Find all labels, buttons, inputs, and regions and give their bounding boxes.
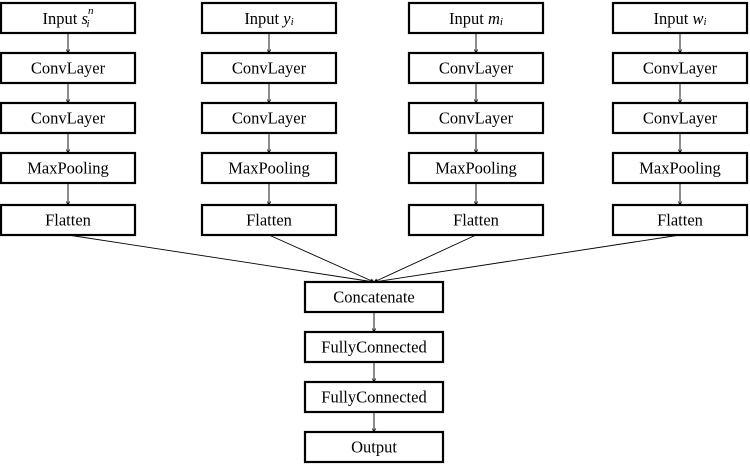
input-superscript: n xyxy=(88,5,94,17)
layer-node-1-3-label: Flatten xyxy=(246,211,292,230)
arrow-to-concatenate-1 xyxy=(268,234,374,282)
layer-node-0-2-label: MaxPooling xyxy=(27,159,109,178)
layer-node-3-1: ConvLayer xyxy=(611,101,749,135)
layer-node-0-3-box xyxy=(0,203,137,237)
input-node-3: Input wi xyxy=(611,1,749,35)
input-variable: y xyxy=(281,9,291,28)
input-subscript: i xyxy=(500,16,503,28)
layer-node-2-1-label: ConvLayer xyxy=(439,109,514,128)
input-prefix: Input xyxy=(449,9,488,28)
layer-node-0-2-box xyxy=(0,151,137,185)
layer-node-2-1-box xyxy=(407,101,545,135)
input-node-1-box xyxy=(200,1,338,35)
layer-node-1-0-box xyxy=(200,51,338,85)
layer-node-0-1-box xyxy=(0,101,137,135)
input-node-2-label: Input mi xyxy=(449,9,503,29)
layer-node-1-1-box xyxy=(200,101,338,135)
merge-node-2: FullyConnected xyxy=(303,380,445,414)
layer-node-2-2-box xyxy=(407,151,545,185)
layer-node-1-3-box xyxy=(200,203,338,237)
layer-node-3-1-label: ConvLayer xyxy=(643,109,718,128)
input-subscript: i xyxy=(703,16,706,28)
input-node-3-label: Input wi xyxy=(653,9,706,29)
input-variable: w xyxy=(692,9,703,28)
layer-node-3-0-label: ConvLayer xyxy=(643,59,718,78)
layer-node-0-0-label: ConvLayer xyxy=(31,59,106,78)
layer-node-0-2: MaxPooling xyxy=(0,151,137,185)
merge-node-1-box xyxy=(303,330,445,364)
input-variable: m xyxy=(488,9,500,28)
layer-node-2-2: MaxPooling xyxy=(407,151,545,185)
layer-node-0-1-label: ConvLayer xyxy=(31,109,106,128)
layer-node-2-1: ConvLayer xyxy=(407,101,545,135)
layer-node-2-3-label: Flatten xyxy=(453,211,499,230)
input-node-1-label: Input yi xyxy=(244,9,293,29)
merge-node-0: Concatenate xyxy=(303,280,445,314)
input-node-3-box xyxy=(611,1,749,35)
input-node-2: Input mi xyxy=(407,1,545,35)
layer-node-1-2-label: MaxPooling xyxy=(228,159,310,178)
layer-node-3-3: Flatten xyxy=(611,203,749,237)
merge-node-1: FullyConnected xyxy=(303,330,445,364)
input-subscript: i xyxy=(291,16,294,28)
layer-node-0-0-box xyxy=(0,51,137,85)
merge-node-2-box xyxy=(303,380,445,414)
input-variable: s xyxy=(82,9,88,28)
input-prefix: Input xyxy=(43,9,82,28)
input-node-0-box xyxy=(0,1,137,35)
arrow-to-concatenate-3 xyxy=(374,234,681,282)
merge-node-1-label: FullyConnected xyxy=(321,338,427,357)
input-prefix: Input xyxy=(244,9,283,28)
layer-node-3-0-box xyxy=(611,51,749,85)
layer-node-3-1-box xyxy=(611,101,749,135)
layer-node-3-2-box xyxy=(611,151,749,185)
layer-node-2-0-label: ConvLayer xyxy=(439,59,514,78)
arrow-to-concatenate-2 xyxy=(374,234,477,282)
input-node-1: Input yi xyxy=(200,1,338,35)
layer-node-3-3-label: Flatten xyxy=(657,211,703,230)
layer-node-2-0: ConvLayer xyxy=(407,51,545,85)
merge-node-0-label: Concatenate xyxy=(333,288,415,307)
arrow-to-concatenate-0 xyxy=(67,234,374,282)
layer-node-3-0: ConvLayer xyxy=(611,51,749,85)
merge-node-3-label: Output xyxy=(351,438,397,457)
layer-node-3-2: MaxPooling xyxy=(611,151,749,185)
layer-node-1-0: ConvLayer xyxy=(200,51,338,85)
layer-node-3-3-box xyxy=(611,203,749,237)
layer-node-0-0: ConvLayer xyxy=(0,51,137,85)
merge-node-3: Output xyxy=(303,430,445,464)
layer-node-1-1: ConvLayer xyxy=(200,101,338,135)
layer-node-3-2-label: MaxPooling xyxy=(639,159,721,178)
layer-node-1-1-label: ConvLayer xyxy=(232,109,307,128)
layer-node-2-3-box xyxy=(407,203,545,237)
layer-node-1-2: MaxPooling xyxy=(200,151,338,185)
layer-node-2-3: Flatten xyxy=(407,203,545,237)
layer-node-1-3: Flatten xyxy=(200,203,338,237)
layer-node-0-3: Flatten xyxy=(0,203,137,237)
merge-node-0-box xyxy=(303,280,445,314)
input-node-2-box xyxy=(407,1,545,35)
merge-node-3-box xyxy=(303,430,445,464)
merge-node-2-label: FullyConnected xyxy=(321,388,427,407)
edges-layer xyxy=(68,33,680,432)
layer-node-1-2-box xyxy=(200,151,338,185)
layer-node-1-0-label: ConvLayer xyxy=(232,59,307,78)
input-prefix: Input xyxy=(653,9,692,28)
layer-node-0-3-label: Flatten xyxy=(45,211,91,230)
layer-node-2-0-box xyxy=(407,51,545,85)
input-subscript: i xyxy=(86,18,89,30)
layer-node-0-1: ConvLayer xyxy=(0,101,137,135)
layer-node-2-2-label: MaxPooling xyxy=(435,159,517,178)
